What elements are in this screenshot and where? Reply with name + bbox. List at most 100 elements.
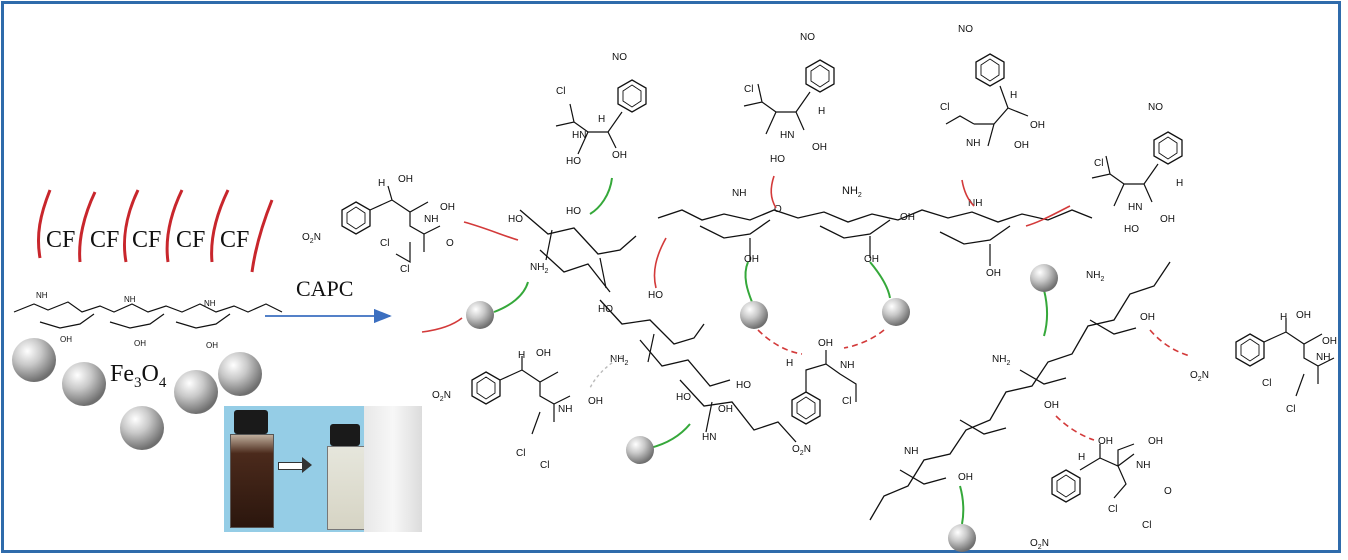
capc-nh: NH — [424, 214, 438, 225]
right-arrow-icon — [278, 457, 312, 473]
cll-no2: O2N — [432, 390, 451, 403]
cb-h: H — [1078, 452, 1085, 463]
ch-left-oh-a: OH — [60, 335, 72, 344]
dashed-links — [757, 329, 1191, 441]
cc-hn: HN — [702, 432, 716, 443]
capc-lower-left: O2N OH OH H NH Cl Cl — [432, 348, 603, 471]
ct-nh: NH — [732, 188, 746, 199]
capc-lower-right: O2N OH OH H NH Cl Cl — [1190, 310, 1337, 415]
cb-no2: O2N — [1030, 538, 1049, 551]
capc-cl-a: Cl — [380, 238, 389, 249]
ct4-no2: NO — [1148, 102, 1163, 113]
ct-oh-4: OH — [986, 268, 1001, 279]
capc-top-2: NO HN Cl OH HO H — [743, 32, 835, 165]
grey-link — [589, 355, 623, 389]
reagent-label: CAPC — [296, 276, 353, 301]
cll-h: H — [518, 350, 525, 361]
vial-right-cap — [330, 424, 360, 446]
clr-oh: OH — [1296, 310, 1311, 321]
attached-spheres — [466, 264, 1058, 552]
cf-fibers — [36, 189, 274, 273]
clr-nh: NH — [1316, 352, 1330, 363]
ct2-hn: HN — [780, 130, 794, 141]
cf-label-5: CF — [220, 227, 249, 253]
cb-oh-2: OH — [1148, 436, 1163, 447]
cb-o: O — [1164, 486, 1172, 497]
cr-oh-3: OH — [958, 472, 973, 483]
cb-nh: NH — [1136, 460, 1150, 471]
cll-nh: NH — [558, 404, 572, 415]
capc-cl-b: Cl — [400, 264, 409, 275]
fe3o4-label: Fe3O4 — [110, 361, 167, 391]
magnet-block — [364, 406, 422, 532]
ct-oh-2: OH — [744, 254, 759, 265]
ct2-cl: Cl — [744, 84, 753, 95]
cc-ho-2: HO — [566, 206, 581, 217]
cr-nh2: NH2 — [1086, 270, 1104, 283]
cc-oh: OH — [718, 404, 733, 415]
vial-left-body — [230, 434, 274, 528]
ct2-oh: OH — [812, 142, 827, 153]
ch-left-nh2-a: NH — [124, 295, 136, 304]
ct-nh-2: NH — [968, 198, 982, 209]
chitosan-chain-right: NH2 NH2 OH OH NH OH — [869, 261, 1171, 521]
ct3-cl: Cl — [940, 102, 949, 113]
ct4-h: H — [1176, 178, 1183, 189]
chitosan-chain-top: NH NH2 OH NH OH OH OH O — [657, 185, 1093, 279]
vial-left-cap — [234, 410, 268, 434]
capc-oh-2: OH — [440, 202, 455, 213]
cf-label-3: CF — [132, 227, 161, 253]
ct3-oh-2: OH — [1014, 140, 1029, 151]
cf-label-2: CF — [90, 227, 119, 253]
cc-ho-6: HO — [736, 380, 751, 391]
photo-inset — [224, 406, 422, 532]
clc-oh: OH — [818, 338, 833, 349]
cll-cl: Cl — [516, 448, 525, 459]
ct3-h: H — [1010, 90, 1017, 101]
clr-no2: O2N — [1190, 370, 1209, 383]
ct3-no2: NO — [958, 24, 973, 35]
capc-no2: O2N — [302, 232, 321, 245]
ct1-hn: HN — [572, 130, 586, 141]
clr-oh-2: OH — [1322, 336, 1337, 347]
ch-left-nh: NH — [36, 291, 48, 300]
ch-left-oh-b: OH — [134, 339, 146, 348]
capc-o: O — [446, 238, 454, 249]
ct1-oh: OH — [612, 150, 627, 161]
cr-nh2-2: NH2 — [992, 354, 1010, 367]
ct1-ho: HO — [566, 156, 581, 167]
fe3o4-particles — [12, 338, 262, 450]
red-links — [421, 175, 1071, 333]
cc-ho-4: HO — [598, 304, 613, 315]
ct4-hn: HN — [1128, 202, 1142, 213]
ch-left-nh2-b: NH — [204, 299, 216, 308]
clr-h: H — [1280, 312, 1287, 323]
ct4-ho: HO — [1124, 224, 1139, 235]
ch-left-oh-c: OH — [206, 341, 218, 350]
clr-cl-2: Cl — [1286, 404, 1295, 415]
capc-oh: OH — [398, 174, 413, 185]
cr-nh: NH — [904, 446, 918, 457]
ct-oh-1: OH — [900, 212, 915, 223]
ct-nh2: NH2 — [842, 185, 862, 199]
capc-top-1: NO HN Cl OH HO H — [555, 52, 647, 167]
cb-cl: Cl — [1108, 504, 1117, 515]
ct-o: O — [774, 204, 782, 215]
cc-ho-5: HO — [676, 392, 691, 403]
cll-oh-2: OH — [588, 396, 603, 407]
chitosan-chain-center: HO HO NH2 HO HO NH2 HO HO HN OH — [508, 206, 797, 443]
cll-cl-2: Cl — [540, 460, 549, 471]
clc-cl: Cl — [842, 396, 851, 407]
cb-cl-2: Cl — [1142, 520, 1151, 531]
cll-oh: OH — [536, 348, 551, 359]
ct2-ho: HO — [770, 154, 785, 165]
ct2-h: H — [818, 106, 825, 117]
vial-left — [228, 410, 274, 528]
cr-oh-2: OH — [1044, 400, 1059, 411]
clc-h: H — [786, 358, 793, 369]
cf-labels: CF CF CF CF CF — [46, 227, 249, 253]
cc-nh2-2: NH2 — [610, 354, 628, 367]
ct4-cl: Cl — [1094, 158, 1103, 169]
cf-label-1: CF — [46, 227, 75, 253]
